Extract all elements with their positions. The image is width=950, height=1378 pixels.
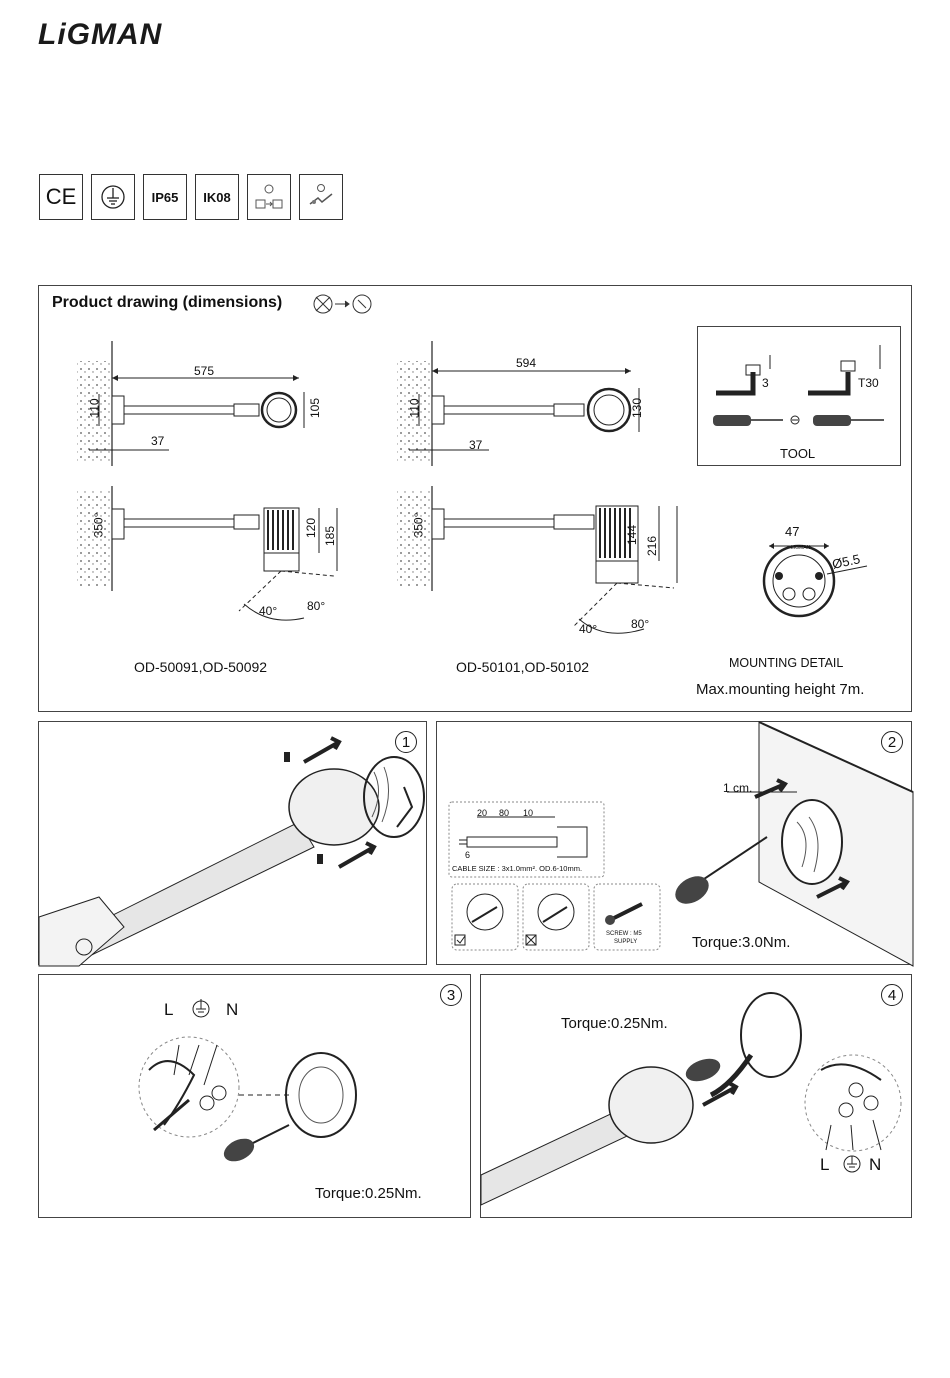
mounting-detail-label: MOUNTING DETAIL	[729, 656, 844, 670]
tool-label: TOOL	[780, 446, 816, 461]
torque-label: Torque:0.25Nm.	[561, 1015, 668, 1032]
dim-tilt-a: 40°	[579, 622, 598, 636]
dim-tilt-b: 80°	[631, 617, 650, 631]
mounting-icon	[299, 174, 343, 220]
step-number: 4	[881, 984, 903, 1006]
class-i-earth-icon	[91, 174, 135, 220]
step-1-illustration	[37, 736, 425, 967]
model-b-label: OD-50101,OD-50102	[456, 659, 590, 675]
cable-dim-2: 80	[499, 808, 510, 818]
torque-label: Torque:3.0Nm.	[692, 934, 791, 951]
hex-key-icon	[713, 345, 884, 426]
model-b-drawing	[397, 341, 678, 634]
step-2-illustration	[448, 721, 914, 967]
step-3-illustration	[138, 999, 357, 1162]
dim-head: 130	[630, 397, 645, 419]
brand-logo: LiGMAN	[38, 18, 163, 51]
dim-rotation: 350°	[411, 512, 426, 538]
hex-size: 3	[762, 376, 769, 390]
torx-size: T30	[858, 376, 879, 390]
ik08-badge: IK08	[195, 174, 239, 220]
dim-length: 594	[516, 356, 537, 370]
step-1-panel: 1	[37, 721, 427, 967]
ip65-badge: IP65	[143, 174, 187, 220]
dim-wall-offset: 37	[469, 438, 483, 452]
driver-icon	[247, 174, 291, 220]
dim-wall-offset: 37	[151, 434, 165, 448]
wire-live: L	[820, 1155, 830, 1174]
dim-bracket: 110	[87, 398, 102, 418]
mount-badge: LIGMAN	[791, 545, 811, 551]
step-number: 2	[881, 731, 903, 753]
tool-box: 3 T30 TOOL	[697, 326, 901, 466]
step-number: 1	[395, 731, 417, 753]
torque-label: Torque:0.25Nm.	[315, 1185, 422, 1202]
cable-dim-1: 20	[477, 808, 488, 818]
step-4-panel: 4 Torque:0.25Nm. L N	[480, 974, 912, 1218]
dim-rotation: 350°	[91, 512, 106, 538]
dim-body-h1: 120	[304, 517, 319, 539]
cable-dim-4: 6	[465, 850, 471, 860]
step-4-illustration	[480, 992, 902, 1206]
assembly-direction-icon	[313, 294, 372, 314]
screw-note: SCREW : M5	[606, 931, 642, 937]
model-a-label: OD-50091,OD-50092	[134, 659, 268, 675]
cable-size-note: CABLE SIZE : 3x1.0mm². OD.6-10mm.	[452, 864, 583, 873]
screw-supply: SUPPLY	[614, 939, 638, 945]
step-3-panel: 3 L N Torque:0.25Nm.	[38, 974, 471, 1218]
wire-live: L	[164, 1000, 174, 1019]
ce-mark-icon: CE	[39, 174, 83, 220]
step-number: 3	[440, 984, 462, 1006]
step-2-panel: 2 1 cm. 20 80 10 6 CABLE SIZE : 3x1.0mm²…	[436, 721, 914, 967]
max-height-note: Max.mounting height 7m.	[696, 681, 865, 698]
model-a-drawing	[77, 341, 338, 621]
mount-spacing: 47	[785, 524, 800, 539]
dim-body-h2: 185	[323, 525, 338, 547]
cable-dim-3: 10	[523, 808, 534, 818]
dim-head: 105	[308, 397, 323, 419]
wire-neutral: N	[226, 1000, 239, 1019]
product-drawing-panel: Product drawing (dimensions)	[38, 285, 912, 712]
dim-tilt-a: 40°	[259, 604, 278, 618]
mounting-detail-drawing	[762, 543, 868, 618]
dim-bracket: 110	[407, 398, 422, 418]
dim-body-h2: 216	[645, 535, 660, 557]
section-title: Product drawing (dimensions)	[52, 294, 283, 311]
dim-length: 575	[194, 364, 215, 378]
dim-body-h1: 144	[625, 524, 640, 546]
dim-tilt-b: 80°	[307, 599, 326, 613]
strip-length: 1 cm.	[723, 781, 753, 795]
wire-neutral: N	[869, 1155, 882, 1174]
